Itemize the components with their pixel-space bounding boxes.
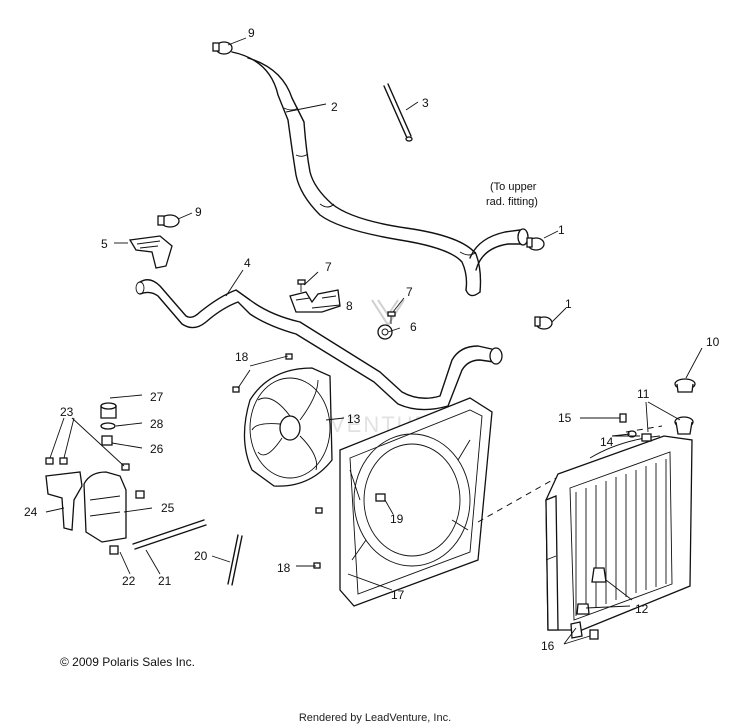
rod-3 (383, 83, 413, 142)
callout-label: 9 (248, 26, 255, 40)
callout-label: 1 (558, 223, 565, 237)
shroud-17 (339, 397, 493, 607)
callout-label: 9 (195, 205, 202, 219)
bolt-7-upper (297, 279, 306, 292)
grommet-12 (576, 567, 607, 615)
plug-16 (570, 621, 599, 640)
callout-label: 1 (565, 297, 572, 311)
callout-label: 24 (24, 505, 38, 519)
bottle-25 (83, 471, 145, 543)
copyright-text: © 2009 Polaris Sales Inc. (60, 655, 195, 669)
note-line-2: rad. fitting) (486, 196, 538, 208)
dashed-guide-1 (477, 477, 557, 523)
radiator-cap-10 (674, 378, 696, 393)
callout-label: 13 (347, 412, 361, 426)
callout-label: 17 (391, 588, 405, 602)
callout-label: 22 (122, 574, 136, 588)
clamp-top (212, 41, 233, 55)
callout-label: 21 (158, 574, 172, 588)
bracket-8 (289, 289, 341, 313)
clamp-9-lower (157, 214, 180, 228)
callout-label: 14 (600, 435, 614, 449)
callout-label: 16 (541, 639, 555, 653)
fitting-note: (To upper rad. fitting) (486, 181, 538, 208)
rendered-by-footer: Rendered by LeadVenture, Inc. (298, 712, 452, 724)
bracket-24 (45, 471, 83, 531)
oring-28 (100, 422, 116, 430)
fitting-5 (128, 235, 173, 269)
upper-hose (231, 51, 529, 297)
callout-label: 23 (60, 405, 74, 419)
tube-21 (132, 519, 207, 550)
bolts-23 (45, 457, 130, 471)
radiator (545, 416, 694, 631)
leader-lines (45, 37, 703, 645)
fitting-26 (101, 435, 113, 446)
callout-label: 2 (331, 100, 338, 114)
bolt-7-lower (387, 311, 396, 324)
callout-label: 26 (150, 442, 164, 456)
callout-label: 20 (194, 549, 208, 563)
callout-label: 5 (101, 237, 108, 251)
fan-13 (243, 367, 333, 487)
callout-label: 19 (390, 512, 404, 526)
callout-label: 7 (325, 260, 332, 274)
callout-label: 27 (150, 390, 164, 404)
lower-hose (135, 279, 503, 411)
callout-label: 3 (422, 96, 429, 110)
callout-label: 15 (558, 411, 572, 425)
grommet-6 (377, 324, 393, 340)
callout-label: 8 (346, 299, 353, 313)
callout-label: 18 (277, 561, 291, 575)
rod-20 (227, 534, 243, 586)
callout-label: 25 (161, 501, 175, 515)
callout-label: 6 (410, 320, 417, 334)
callout-label: 18 (235, 350, 249, 364)
nut-11 (641, 433, 652, 442)
cap-27 (100, 402, 117, 419)
clip-19 (375, 493, 386, 502)
callouts: 9 2 3 9 5 1 4 7 8 7 6 1 18 13 10 11 27 2… (24, 26, 720, 653)
fitting-22 (109, 545, 119, 555)
callout-label: 28 (150, 417, 164, 431)
screws-18-lower (313, 507, 323, 569)
callout-label: 4 (244, 256, 251, 270)
note-line-1: (To upper (490, 181, 537, 193)
callout-label: 7 (406, 285, 413, 299)
clamp-1-lower (534, 316, 553, 330)
clamp-1-right (526, 237, 545, 251)
callout-label: 11 (637, 387, 650, 401)
callout-label: 10 (706, 335, 720, 349)
callout-label: 12 (635, 602, 649, 616)
